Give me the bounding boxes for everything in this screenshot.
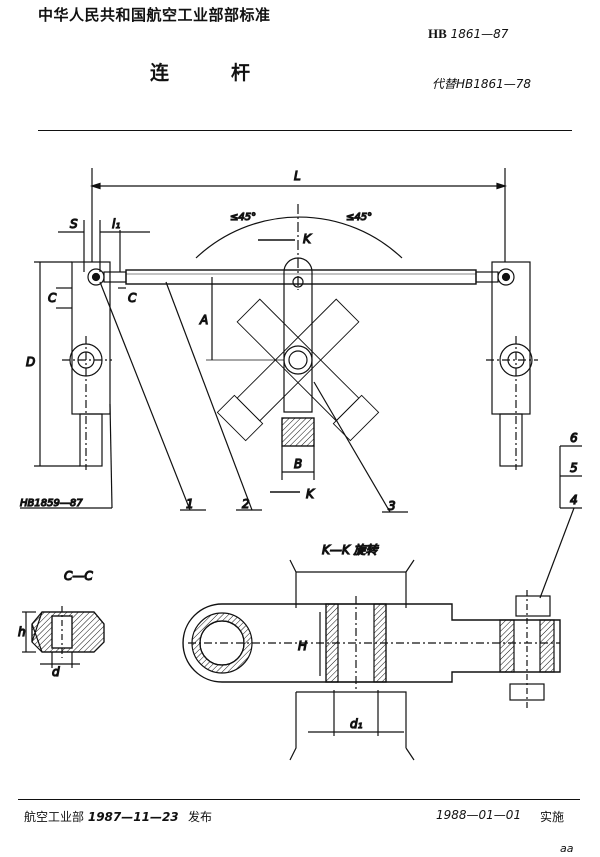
issuer-name: 航空工业部 bbox=[24, 810, 85, 824]
label-d1: d₁ bbox=[350, 717, 363, 731]
section-kk bbox=[182, 559, 561, 761]
label-section-kk: K—K 旋转 bbox=[322, 543, 380, 557]
label-H: H bbox=[298, 639, 307, 653]
swing-angle-arc bbox=[195, 216, 403, 259]
section-cc bbox=[31, 606, 105, 658]
label-d: d bbox=[52, 665, 60, 679]
part-6: 6 bbox=[570, 431, 578, 445]
label-K-bottom: K bbox=[306, 487, 315, 501]
implement-label: 实施 bbox=[540, 810, 565, 824]
label-l1: l₁ bbox=[112, 217, 120, 231]
part-3: 3 bbox=[388, 499, 396, 513]
footer-rule bbox=[18, 799, 580, 800]
standard-number-value: 1861—87 bbox=[450, 27, 509, 41]
label-angle-right: ≤45° bbox=[346, 212, 372, 223]
ref-standard: HB1859—87 bbox=[20, 498, 83, 509]
part-1: 1 bbox=[186, 497, 194, 511]
label-K-top: K bbox=[303, 232, 312, 246]
issuing-organization: 中华人民共和国航空工业部部标准 bbox=[38, 6, 271, 24]
part-4: 4 bbox=[570, 493, 578, 507]
label-h: h bbox=[18, 625, 26, 639]
label-D: D bbox=[26, 355, 35, 369]
label-A: A bbox=[199, 313, 208, 327]
right-clamp bbox=[486, 261, 538, 470]
implement-date: 1988—01—01 bbox=[436, 808, 522, 822]
part-5: 5 bbox=[570, 461, 578, 475]
standard-number: HB 1861—87 bbox=[428, 26, 508, 42]
label-section-cc: C—C bbox=[64, 569, 93, 583]
footer-issuer: 航空工业部 1987—11—23 bbox=[24, 808, 179, 825]
label-L: L bbox=[294, 169, 301, 183]
center-lever bbox=[216, 257, 380, 447]
label-C-left: C bbox=[48, 291, 57, 305]
rod bbox=[87, 268, 515, 286]
document-title: 连杆 bbox=[150, 62, 313, 84]
label-S: S bbox=[70, 217, 78, 231]
issue-label: 发布 bbox=[188, 810, 213, 824]
page-mark: aa bbox=[560, 842, 574, 855]
header-rule bbox=[38, 130, 572, 131]
label-C-right: C bbox=[128, 291, 137, 305]
dimension-L bbox=[89, 168, 508, 262]
label-B: B bbox=[294, 457, 302, 471]
issue-date: 1987—11—23 bbox=[87, 810, 179, 824]
standard-prefix: HB bbox=[428, 26, 447, 41]
replaces-standard: 代替HB1861—78 bbox=[432, 77, 532, 91]
left-clamp bbox=[62, 261, 112, 470]
part-2: 2 bbox=[242, 497, 250, 511]
label-angle-left: ≤45° bbox=[230, 212, 256, 223]
